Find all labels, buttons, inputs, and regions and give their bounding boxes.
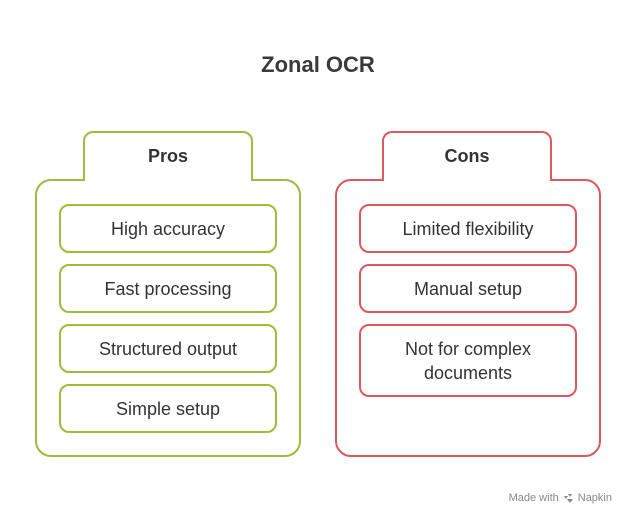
page-title: Zonal OCR bbox=[261, 52, 375, 77]
pros-item: Fast processing bbox=[59, 264, 277, 313]
pros-tab: Pros bbox=[83, 131, 253, 181]
pros-item: Simple setup bbox=[59, 384, 277, 433]
pros-item: High accuracy bbox=[59, 204, 277, 253]
cons-item: Not for complex documents bbox=[359, 324, 577, 397]
napkin-logo-icon bbox=[563, 493, 574, 504]
made-with-label: Made with bbox=[508, 492, 559, 504]
cons-item: Manual setup bbox=[359, 264, 577, 313]
napkin-brand: Napkin bbox=[577, 492, 612, 504]
made-with-napkin: Made with Napkin bbox=[509, 492, 612, 504]
cons-tab: Cons bbox=[382, 131, 552, 181]
pros-item: Structured output bbox=[59, 324, 277, 373]
cons-item: Limited flexibility bbox=[359, 204, 577, 253]
